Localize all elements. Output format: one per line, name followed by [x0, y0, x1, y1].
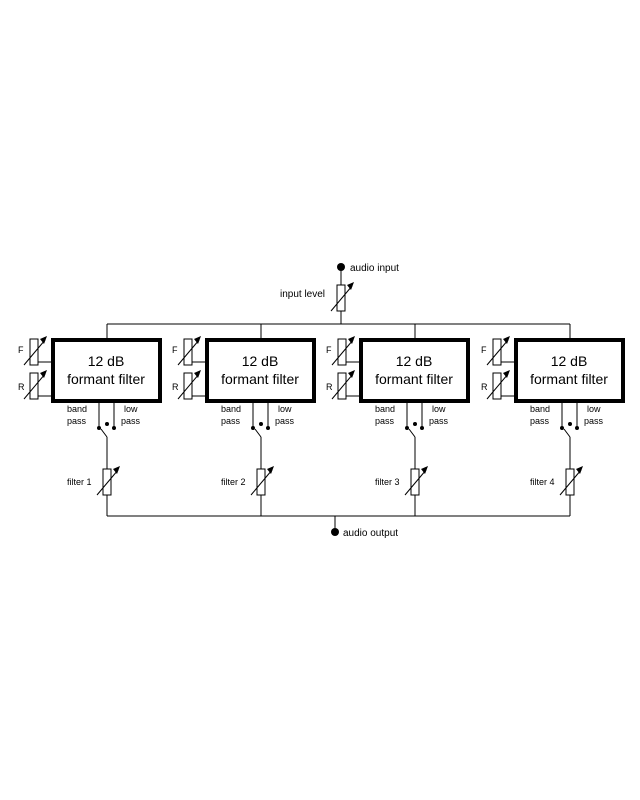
- band-pass-label: pass: [67, 416, 87, 426]
- box-line2: formant filter: [375, 371, 453, 387]
- band-pass-label: pass: [530, 416, 550, 426]
- r-potentiometer-icon: [486, 369, 511, 400]
- formant-filter-box: [359, 338, 470, 403]
- audio-output-node: [331, 516, 339, 536]
- band-pass-label: pass: [221, 416, 241, 426]
- box-line2: formant filter: [221, 371, 299, 387]
- audio-input-node: [330, 263, 355, 324]
- filter-label: filter 1: [67, 477, 92, 487]
- f-potentiometer-icon: [486, 335, 511, 366]
- channel-1: [23, 324, 162, 516]
- box-line2: formant filter: [530, 371, 608, 387]
- f-label: F: [481, 345, 487, 355]
- f-potentiometer-icon: [23, 335, 48, 366]
- r-label: R: [172, 382, 179, 392]
- formant-filter-box: [514, 338, 625, 403]
- r-potentiometer-icon: [331, 369, 356, 400]
- filter-label: filter 4: [530, 477, 555, 487]
- box-line1: 12 dB: [396, 353, 433, 369]
- f-label: F: [172, 345, 178, 355]
- low-label: low: [432, 404, 446, 414]
- low-pass-label: pass: [429, 416, 449, 426]
- r-label: R: [326, 382, 333, 392]
- filter-4-potentiometer-icon: [559, 465, 584, 496]
- filter-3-potentiometer-icon: [404, 465, 429, 496]
- audio-output-label: audio output: [343, 528, 398, 539]
- filter-label: filter 2: [221, 477, 246, 487]
- input-level-label: input level: [280, 289, 325, 300]
- r-potentiometer-icon: [177, 369, 202, 400]
- f-label: F: [326, 345, 332, 355]
- channel-2: [177, 324, 316, 516]
- channel-4: [486, 324, 625, 516]
- low-pass-label: pass: [275, 416, 295, 426]
- band-pass-label: pass: [375, 416, 395, 426]
- f-label: F: [18, 345, 24, 355]
- box-line1: 12 dB: [88, 353, 125, 369]
- band-label: band: [67, 404, 87, 414]
- formant-filter-box: [205, 338, 316, 403]
- r-label: R: [18, 382, 25, 392]
- band-label: band: [375, 404, 395, 414]
- low-label: low: [124, 404, 138, 414]
- f-potentiometer-icon: [331, 335, 356, 366]
- r-label: R: [481, 382, 488, 392]
- filter-2-potentiometer-icon: [250, 465, 275, 496]
- band-label: band: [221, 404, 241, 414]
- low-label: low: [278, 404, 292, 414]
- low-pass-label: pass: [121, 416, 141, 426]
- filter-1-potentiometer-icon: [96, 465, 121, 496]
- box-line2: formant filter: [67, 371, 145, 387]
- low-pass-label: pass: [584, 416, 604, 426]
- f-potentiometer-icon: [177, 335, 202, 366]
- formant-filter-box: [51, 338, 162, 403]
- r-potentiometer-icon: [23, 369, 48, 400]
- box-line1: 12 dB: [242, 353, 279, 369]
- channel-3: [331, 324, 470, 516]
- band-label: band: [530, 404, 550, 414]
- box-line1: 12 dB: [551, 353, 588, 369]
- filter-label: filter 3: [375, 477, 400, 487]
- input-level-potentiometer-icon: [330, 281, 355, 312]
- low-label: low: [587, 404, 601, 414]
- audio-input-label: audio input: [350, 263, 399, 274]
